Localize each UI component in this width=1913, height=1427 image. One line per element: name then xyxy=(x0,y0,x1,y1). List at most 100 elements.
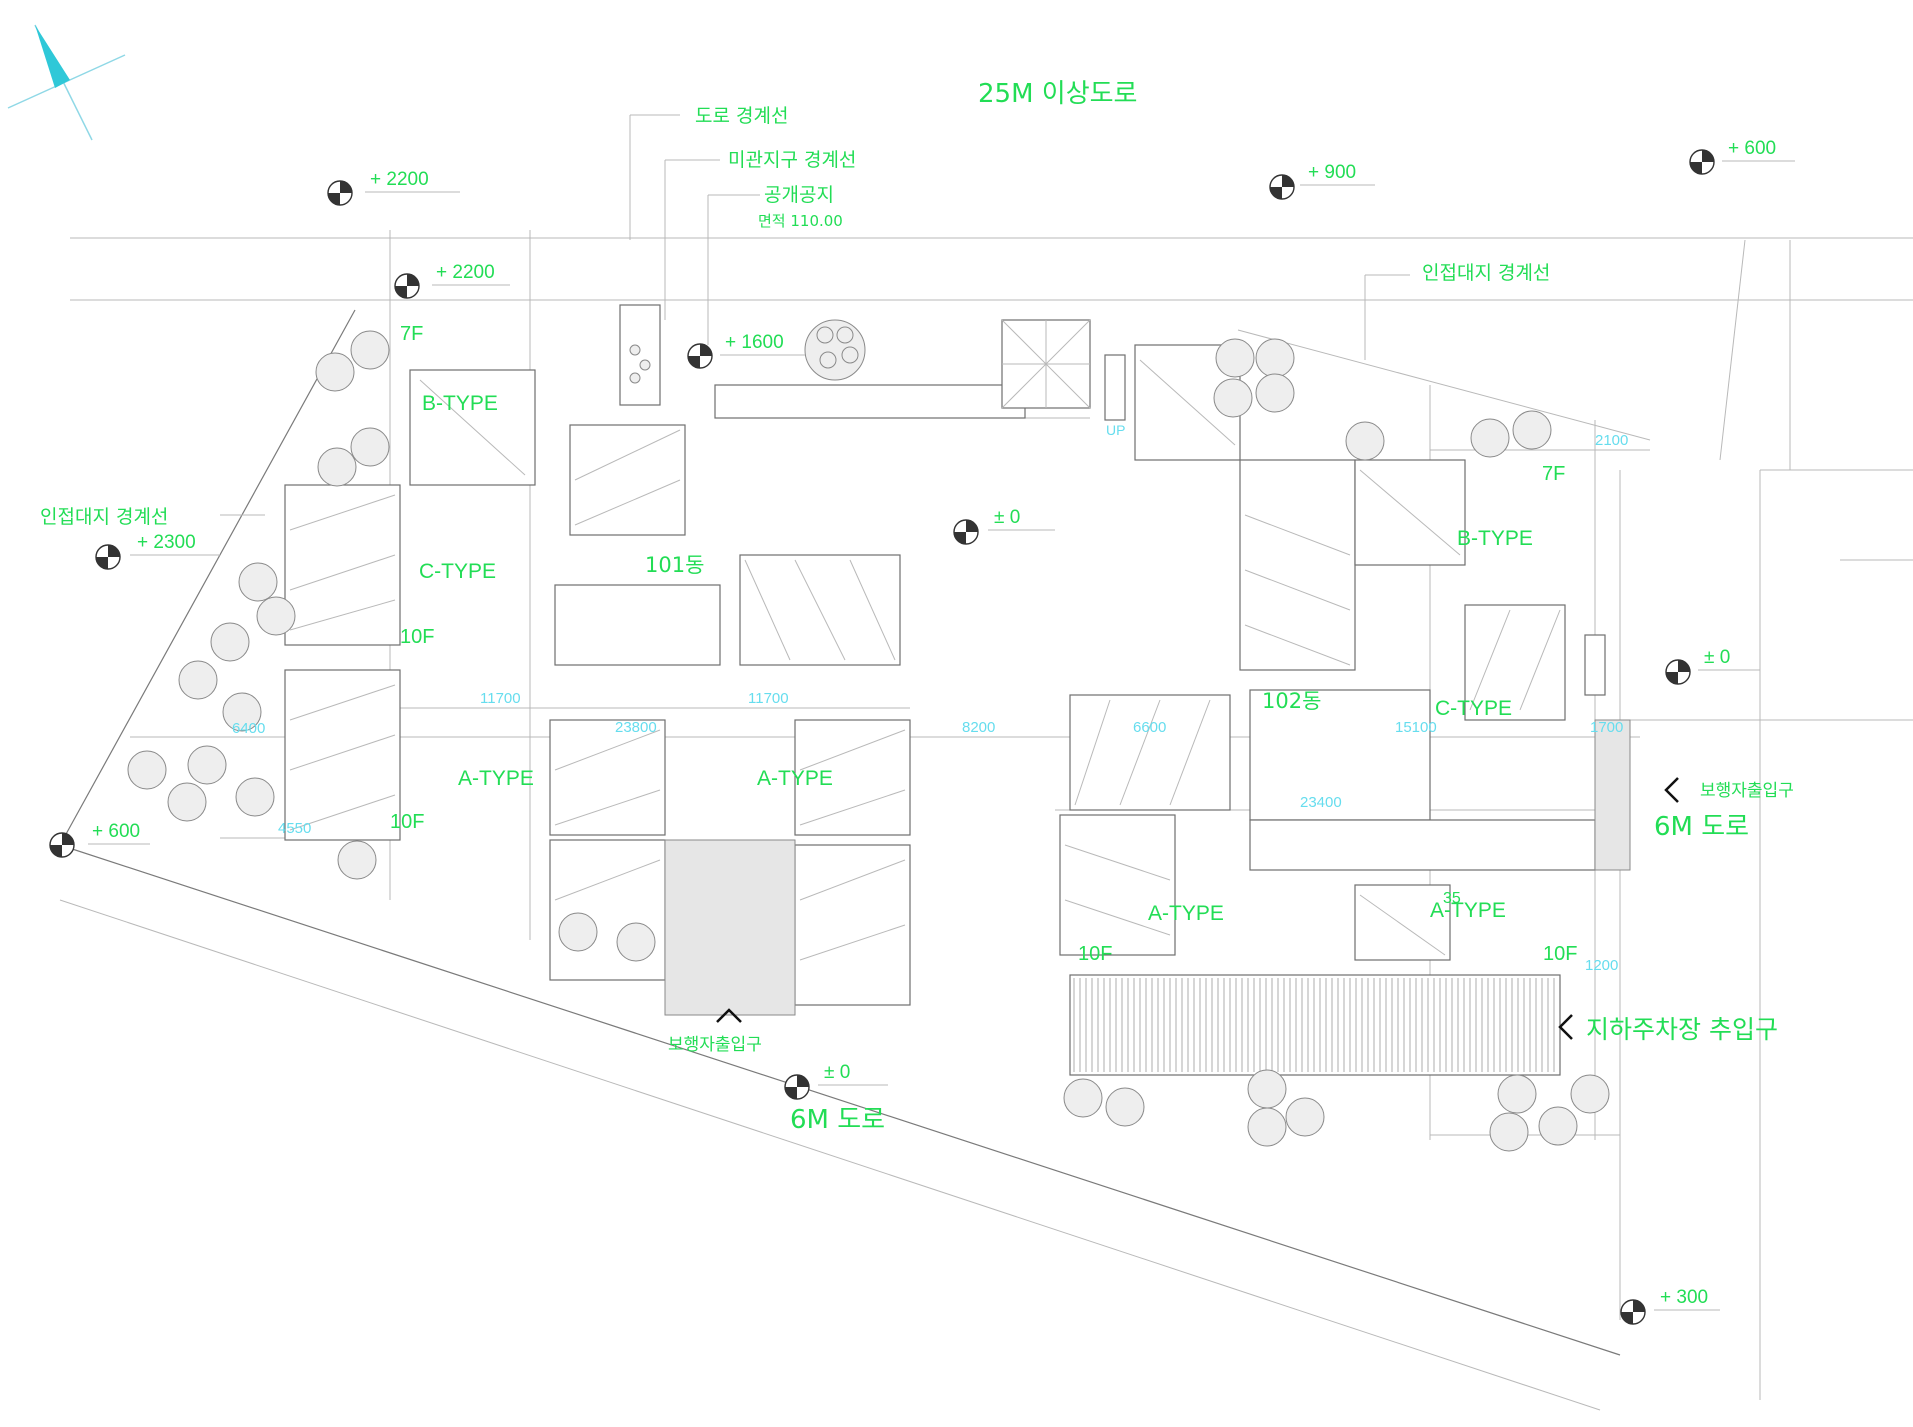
type-label-c-right: C-TYPE xyxy=(1435,697,1512,720)
tree-symbol-icon xyxy=(350,330,390,370)
road-right-label: 6M 도로 xyxy=(1654,812,1749,842)
road-bottom-label: 6M 도로 xyxy=(790,1105,885,1135)
dimension-label: 6600 xyxy=(1133,719,1166,736)
level-marker-icon xyxy=(1665,659,1691,685)
dimension-label: 15100 xyxy=(1395,719,1437,736)
level-label-2200a: + 2200 xyxy=(370,169,429,190)
tree-symbol-icon xyxy=(127,330,1610,1152)
tree-symbol-icon xyxy=(127,750,167,790)
level-marker-icon xyxy=(49,149,1715,1325)
north-arrow-icon xyxy=(7,24,126,141)
level-marker-icon xyxy=(1269,174,1295,200)
level-marker-icon xyxy=(953,519,979,545)
dimension-label: 23400 xyxy=(1300,794,1342,811)
dimension-label: 1200 xyxy=(1585,957,1618,974)
dimension-label: 11700 xyxy=(748,690,789,707)
tree-symbol-icon xyxy=(238,562,278,602)
tree-symbol-icon xyxy=(1345,421,1385,461)
scenic-boundary-label: 미관지구 경계선 xyxy=(728,149,856,171)
tree-symbol-icon xyxy=(317,447,357,487)
tree-symbol-icon xyxy=(167,782,207,822)
building-101-label: 101동 xyxy=(645,553,704,577)
dimension-label: 8200 xyxy=(962,719,995,736)
level-marker-icon xyxy=(784,1074,810,1100)
dimension-label: 6400 xyxy=(232,720,265,737)
tree-symbol-icon xyxy=(1470,418,1510,458)
road-top-label: 25M 이상도로 xyxy=(978,79,1137,109)
floor-label-7f-right: 7F xyxy=(1542,463,1565,485)
level-label-600-top-right: + 600 xyxy=(1728,138,1776,159)
dimension-label: 2100 xyxy=(1595,432,1628,449)
tree-symbol-icon xyxy=(558,912,598,952)
tree-symbol-icon xyxy=(222,692,262,732)
level-label-0-bottom: ± 0 xyxy=(824,1062,850,1083)
type-label-b-left: B-TYPE xyxy=(422,392,498,415)
open-space-label: 공개공지 xyxy=(764,184,834,206)
tree-symbol-icon xyxy=(235,777,275,817)
level-marker-icon xyxy=(1620,1299,1646,1325)
level-marker-icon xyxy=(49,832,75,858)
tree-symbol-icon xyxy=(256,596,296,636)
building-102 xyxy=(1059,344,1631,1076)
type-label-a-left2: A-TYPE xyxy=(757,767,833,790)
tree-symbol-icon xyxy=(1247,1107,1287,1147)
up-label: UP xyxy=(1106,422,1125,438)
level-label-0-center: ± 0 xyxy=(994,507,1020,528)
tree-symbol-icon xyxy=(616,922,656,962)
level-marker-icon xyxy=(1689,149,1715,175)
type-label-b-right: B-TYPE xyxy=(1457,527,1533,550)
tree-symbol-icon xyxy=(1497,1074,1537,1114)
level-label-1600: + 1600 xyxy=(725,332,784,353)
tree-symbol-icon xyxy=(1512,410,1552,450)
level-label-900: + 900 xyxy=(1308,162,1356,183)
tree-symbol-icon xyxy=(1255,338,1295,378)
pedestrian-entrance-right-label: 보행자출입구 xyxy=(1700,781,1794,801)
building-101 xyxy=(284,304,911,1016)
tree-symbol-icon xyxy=(1247,1069,1287,1109)
parking-entrance-label: 지하주차장 추입구 xyxy=(1586,1015,1778,1044)
tree-symbol-icon xyxy=(1538,1106,1578,1146)
type-label-a-left1: A-TYPE xyxy=(458,767,534,790)
level-label-2300: + 2300 xyxy=(137,532,196,553)
pedestrian-entrance-bottom-label: 보행자출입구 xyxy=(668,1035,762,1055)
level-marker-icon xyxy=(687,343,713,369)
tree-symbol-icon xyxy=(178,660,218,700)
number-35-label: 35 xyxy=(1443,890,1461,907)
level-marker-icon xyxy=(394,273,420,299)
tree-symbol-icon xyxy=(210,622,250,662)
tree-symbol-icon xyxy=(1285,1097,1325,1137)
tree-symbol-icon xyxy=(1489,1112,1529,1152)
tree-symbol-icon xyxy=(1255,373,1295,413)
neighbor-boundary-right-label: 인접대지 경계선 xyxy=(1422,262,1550,284)
type-label-c-left: C-TYPE xyxy=(419,560,496,583)
tree-symbol-icon xyxy=(1105,1087,1145,1127)
level-label-300: + 300 xyxy=(1660,1287,1708,1308)
tree-symbol-icon xyxy=(1063,1078,1103,1118)
tree-symbol-icon xyxy=(1570,1074,1610,1114)
type-label-a-right1: A-TYPE xyxy=(1148,902,1224,925)
level-label-600-left: + 600 xyxy=(92,821,140,842)
tree-symbol-icon xyxy=(1215,338,1255,378)
dimension-label: 4550 xyxy=(278,820,311,837)
tree-symbol-icon xyxy=(187,745,227,785)
road-boundary-label: 도로 경계선 xyxy=(695,105,788,127)
tree-symbol-icon xyxy=(315,352,355,392)
label-underlines xyxy=(88,160,1795,1311)
neighbor-boundary-left-label: 인접대지 경계선 xyxy=(40,506,168,528)
dimension-label: 23800 xyxy=(615,719,657,736)
level-marker-icon xyxy=(327,180,353,206)
open-space xyxy=(714,319,1126,421)
level-label-0-right: ± 0 xyxy=(1704,647,1730,668)
tree-symbol-icon xyxy=(1213,378,1253,418)
building-102-label: 102동 xyxy=(1262,689,1321,713)
dimension-label: 1700 xyxy=(1590,719,1623,736)
level-marker-icon xyxy=(95,544,121,570)
entrance-arrow-icon xyxy=(716,777,1679,1040)
tree-symbol-icon xyxy=(337,840,377,880)
floor-label-7f-left: 7F xyxy=(400,323,423,345)
tree-symbol-icon xyxy=(350,427,390,467)
floor-label-10f-right2: 10F xyxy=(1543,943,1577,965)
dimension-label: 11700 xyxy=(480,690,521,707)
floor-label-10f-left1: 10F xyxy=(400,626,434,648)
